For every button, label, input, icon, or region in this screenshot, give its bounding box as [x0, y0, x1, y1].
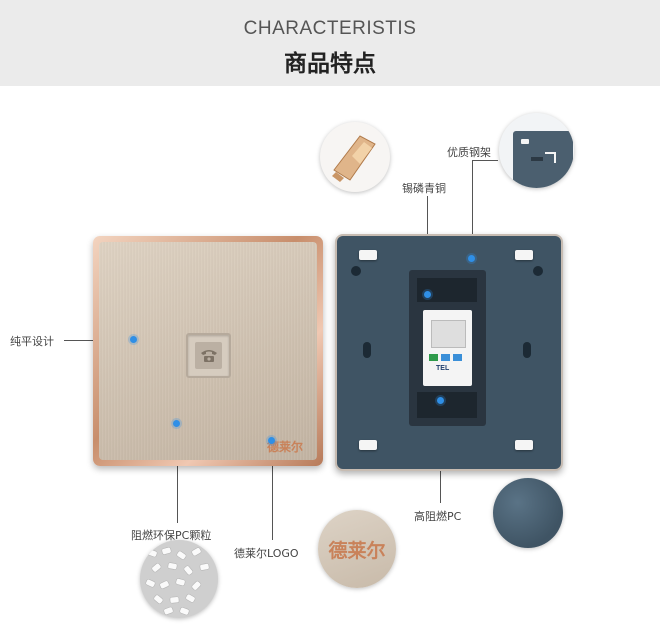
indicator-dot: [173, 420, 180, 427]
back-tab: [515, 440, 533, 450]
module-bottom: [417, 392, 477, 418]
line-grain-v: [177, 425, 178, 523]
title-en: CHARACTERISTIS: [243, 18, 417, 39]
bronze-contact-circle: [320, 122, 390, 192]
label-pc-grain: 阻燃环保PC颗粒: [131, 529, 212, 542]
pc-grain-image: [140, 540, 218, 618]
indicator-dot: [437, 397, 444, 404]
label-steel-frame: 优质钢架: [447, 146, 491, 159]
label-logo: 德莱尔LOGO: [234, 547, 299, 560]
line-logo-v: [272, 442, 273, 540]
label-flat-design: 纯平设计: [10, 335, 54, 348]
back-tab: [359, 440, 377, 450]
front-panel: 德莱尔: [93, 236, 323, 466]
back-tab: [515, 250, 533, 260]
front-face: 德莱尔: [99, 242, 317, 460]
mount-slot: [363, 342, 371, 358]
steel-frame-image: [513, 131, 573, 188]
telephone-port: [186, 333, 231, 378]
back-tab: [359, 250, 377, 260]
screw-hole: [351, 266, 361, 276]
title-cn: 商品特点: [284, 51, 376, 77]
bronze-contact-image: [332, 135, 376, 182]
screw-hole: [533, 266, 543, 276]
tel-label: TEL: [436, 365, 450, 372]
steel-frame-circle: [499, 113, 574, 188]
line-steel-v: [472, 160, 473, 258]
pc-grain-circle: [140, 540, 218, 618]
line-steel-h: [472, 160, 498, 161]
indicator-dot: [268, 437, 275, 444]
logo-circle: 德莱尔: [318, 510, 396, 588]
module-jack: TEL: [423, 310, 472, 386]
logo-circle-text: 德莱尔: [328, 539, 386, 562]
telephone-icon: [200, 349, 217, 362]
indicator-dot: [130, 336, 137, 343]
back-panel: TEL: [335, 234, 563, 471]
pc-material-circle: [493, 478, 563, 548]
rj11-module: TEL: [409, 270, 486, 426]
header-band: CHARACTERISTIS 商品特点: [0, 0, 660, 86]
label-pc: 高阻燃PC: [414, 510, 462, 523]
indicator-dot: [468, 255, 475, 262]
mount-slot: [523, 342, 531, 358]
front-brand-logo: 德莱尔: [267, 440, 304, 454]
label-bronze: 锡磷青铜: [402, 182, 446, 195]
indicator-dot: [424, 291, 431, 298]
module-top: [417, 278, 477, 302]
